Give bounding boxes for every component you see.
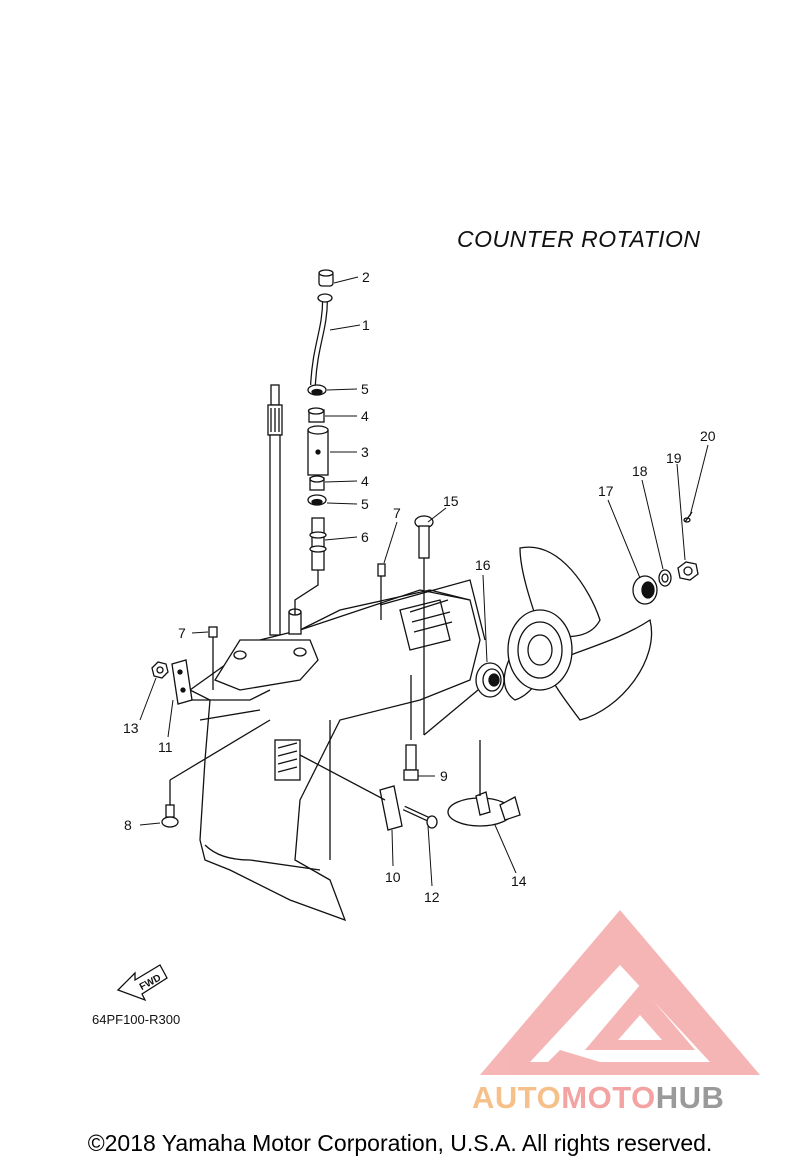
fwd-arrow [116, 964, 168, 1002]
watermark-hub: HUB [655, 1080, 725, 1115]
lower-gear-case [188, 579, 486, 922]
water-tube [310, 293, 333, 386]
bolt-8 [161, 719, 271, 828]
anode-11 [171, 659, 193, 705]
watermark-moto: MOTO [561, 1080, 656, 1115]
callout-14: 14 [511, 873, 527, 889]
bolt-9 [403, 675, 419, 781]
callout-1: 1 [362, 317, 370, 333]
callout-16: 16 [475, 557, 491, 573]
callout-3: 3 [361, 444, 369, 460]
callout-11: 11 [158, 739, 173, 755]
watermark-auto: AUTO [472, 1080, 562, 1115]
seal-upper [307, 384, 327, 396]
dowel-pin-left [208, 626, 218, 690]
washer-18 [658, 569, 672, 587]
drive-shaft [267, 384, 283, 636]
callout-19: 19 [666, 450, 682, 466]
bushing-lower [309, 475, 325, 491]
callout-9: 9 [440, 768, 448, 784]
anode-10 [299, 754, 403, 831]
callout-8: 8 [124, 817, 132, 833]
propeller [503, 546, 653, 721]
callout-6: 6 [361, 529, 369, 545]
callout-10: 10 [385, 869, 401, 885]
callout-labels: 2 1 5 4 3 4 5 6 7 7 8 9 10 11 12 13 14 1… [123, 269, 716, 993]
diagram-code: 64PF100-R300 [92, 1012, 181, 1027]
watermark-text: AUTOMOTOHUB [472, 1080, 724, 1116]
callout-5b: 5 [361, 496, 369, 512]
housing-sleeve [307, 425, 329, 476]
nut-13 [151, 661, 169, 679]
trim-tab-14 [447, 740, 521, 827]
callout-17: 17 [598, 483, 614, 499]
callout-13: 13 [123, 720, 139, 736]
seal-lower [307, 494, 327, 506]
copyright-notice: ©2018 Yamaha Motor Corporation, U.S.A. A… [87, 1130, 713, 1156]
callout-4b: 4 [361, 473, 369, 489]
bolt-12 [402, 805, 438, 829]
shift-rod-guide [294, 517, 327, 615]
bolt-15 [414, 515, 479, 736]
callout-7a: 7 [393, 505, 401, 521]
callout-15: 15 [443, 493, 459, 509]
propeller-nut-19 [677, 561, 699, 581]
watermark-logo [480, 910, 760, 1075]
callout-4a: 4 [361, 408, 369, 424]
callout-18: 18 [632, 463, 648, 479]
callout-5a: 5 [361, 381, 369, 397]
callout-20: 20 [700, 428, 716, 444]
thrust-seal-16 [475, 662, 505, 698]
callout-12: 12 [424, 889, 440, 905]
spacer-17 [632, 575, 658, 605]
dowel-pin-top [377, 563, 386, 620]
bushing-upper [307, 407, 325, 423]
grommet [318, 269, 334, 287]
callout-7b: 7 [178, 625, 186, 641]
callout-2: 2 [362, 269, 370, 285]
diagram-title: COUNTER ROTATION [457, 226, 701, 252]
leader-lines [139, 276, 709, 887]
